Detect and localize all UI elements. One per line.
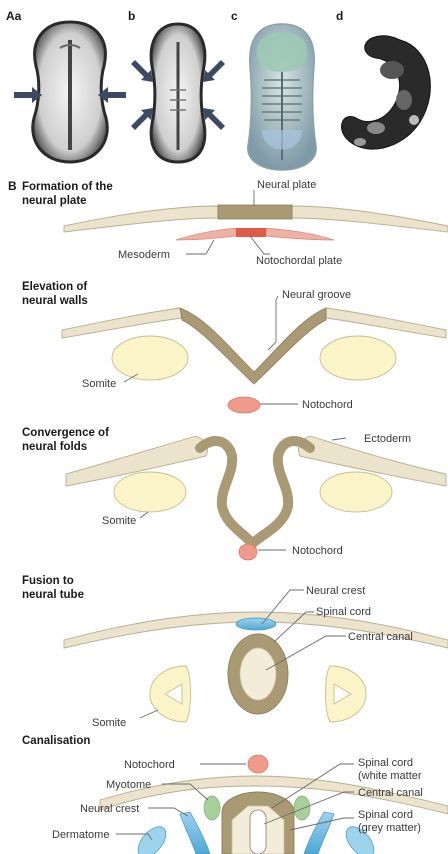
label-neural-groove: Neural groove bbox=[282, 289, 351, 301]
neural-plate-groove bbox=[180, 308, 326, 384]
stage-title-line1: Elevation of bbox=[22, 281, 87, 293]
stage-title-line2: neural tube bbox=[22, 589, 84, 601]
label-spinal-cord: Spinal cord bbox=[316, 606, 371, 618]
label-mesoderm: Mesoderm bbox=[118, 249, 170, 261]
panel-label-b-main: B bbox=[8, 179, 17, 193]
notochord bbox=[239, 544, 257, 560]
myotome-left bbox=[204, 796, 220, 820]
arrow-out-icon-3 bbox=[131, 108, 153, 130]
ectoderm-left bbox=[64, 206, 218, 232]
mesoderm-right bbox=[266, 228, 334, 240]
somite-left bbox=[112, 336, 188, 380]
stage-formation-neural-plate: Formation of the neural plate Neural pla… bbox=[22, 179, 448, 267]
panel-label-aa: Aa bbox=[6, 9, 22, 23]
stage-elevation-neural-walls: Elevation of neural walls Neural groove … bbox=[22, 281, 446, 413]
neural-crest-left bbox=[180, 812, 210, 854]
notochord bbox=[228, 397, 260, 413]
dermatome-left bbox=[133, 822, 171, 854]
ectoderm-left bbox=[62, 308, 182, 338]
stage-convergence-neural-folds: Convergence of neural folds Ectoderm Som… bbox=[22, 427, 446, 560]
neural-crest-right bbox=[304, 812, 334, 854]
stage-title-line2: neural walls bbox=[22, 295, 88, 307]
label-notochord: Notochord bbox=[124, 759, 175, 771]
arrow-out-icon-4 bbox=[203, 108, 225, 130]
label-somite: Somite bbox=[92, 717, 126, 729]
stage-title-line1: Convergence of bbox=[22, 427, 109, 439]
arrow-out-icon-2 bbox=[203, 60, 225, 82]
stage-title-line1: Formation of the bbox=[22, 181, 113, 193]
somite-right bbox=[320, 336, 396, 380]
central-canal bbox=[250, 810, 266, 854]
label-ectoderm: Ectoderm bbox=[364, 433, 411, 445]
embryo-image-aa bbox=[14, 22, 126, 162]
neural-fold bbox=[200, 441, 310, 544]
stage-title-line1: Fusion to bbox=[22, 575, 74, 587]
notochordal-plate bbox=[236, 228, 266, 237]
panel-label-d: d bbox=[336, 9, 343, 23]
label-central-canal: Central canal bbox=[348, 631, 413, 643]
embryo-image-c bbox=[248, 24, 316, 170]
label-notochordal-plate: Notochordal plate bbox=[256, 255, 342, 267]
label-somite: Somite bbox=[82, 378, 116, 390]
label-notochord: Notochord bbox=[302, 399, 353, 411]
myotome-right bbox=[294, 796, 310, 820]
mesoderm-left bbox=[176, 228, 236, 240]
stage-title-line1: Canalisation bbox=[22, 735, 90, 747]
label-neural-crest: Neural crest bbox=[306, 585, 365, 597]
somite-right bbox=[320, 472, 392, 512]
central-canal bbox=[240, 648, 276, 700]
neural-crest bbox=[236, 618, 276, 630]
stage-fusion-neural-tube: Fusion to neural tube Neural crest Spina… bbox=[22, 575, 448, 729]
label-spinal-cord-white-1: Spinal cord bbox=[358, 757, 413, 769]
arrow-out-icon-1 bbox=[131, 60, 153, 82]
somite-left bbox=[114, 472, 186, 512]
label-somite: Somite bbox=[102, 515, 136, 527]
stage-title-line2: neural folds bbox=[22, 441, 87, 453]
label-neural-plate: Neural plate bbox=[257, 179, 316, 191]
label-spinal-cord-grey-2: (grey matter) bbox=[358, 822, 421, 834]
panel-label-c: c bbox=[231, 9, 238, 23]
panel-a: Aa b c d bbox=[6, 9, 430, 170]
label-spinal-cord-white-2: (white matter bbox=[358, 770, 422, 782]
ectoderm-right bbox=[292, 206, 448, 232]
notochord bbox=[248, 755, 268, 773]
label-dermatome: Dermatome bbox=[52, 829, 109, 841]
embryo-image-d bbox=[341, 36, 430, 149]
panel-label-b: b bbox=[128, 9, 135, 23]
ectoderm-right bbox=[326, 308, 446, 338]
label-central-canal: Central canal bbox=[358, 787, 423, 799]
label-neural-crest: Neural crest bbox=[80, 803, 139, 815]
stage-canalisation: Canalisation Notochord Myotome Neural cr… bbox=[22, 735, 448, 854]
stage-title-line2: neural plate bbox=[22, 195, 87, 207]
label-myotome: Myotome bbox=[106, 779, 151, 791]
label-notochord: Notochord bbox=[292, 545, 343, 557]
neural-plate bbox=[218, 205, 292, 219]
label-spinal-cord-grey-1: Spinal cord bbox=[358, 809, 413, 821]
embryo-image-b bbox=[131, 24, 225, 162]
